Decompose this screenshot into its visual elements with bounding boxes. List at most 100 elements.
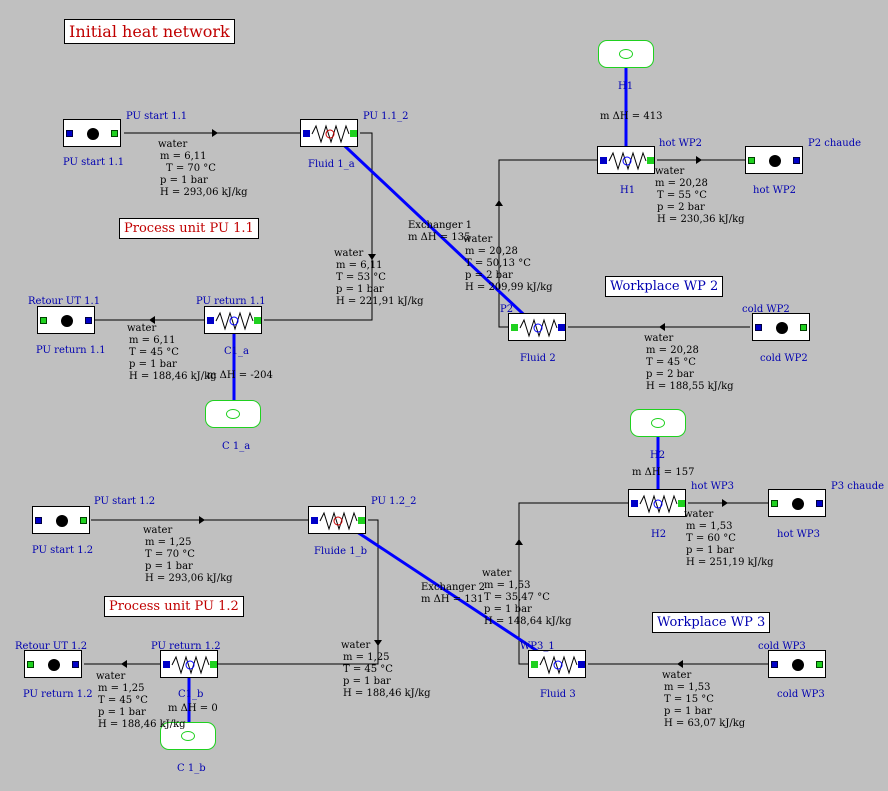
stream-line: T = 45 °C	[343, 664, 393, 675]
stream-line: T = 45 °C	[98, 695, 148, 706]
stream-line: water	[341, 640, 371, 651]
stream-line: p = 1 bar	[129, 359, 177, 370]
hx-label: H1	[620, 185, 636, 196]
stream-line: H = 209,99 kJ/kg	[465, 282, 553, 293]
inlet-port	[40, 317, 47, 324]
section-wp2: Workplace WP 2	[605, 276, 724, 297]
unit-tag: Retour UT 1.2	[15, 641, 88, 652]
exchanger-name: Exchanger 1	[408, 220, 473, 231]
unit-icon	[48, 659, 60, 671]
unit-pu-return-11[interactable]	[37, 306, 95, 334]
unit-pu-start-11[interactable]	[63, 119, 121, 147]
stream-line: H = 188,55 kJ/kg	[646, 381, 734, 392]
hx-h2[interactable]	[628, 489, 686, 517]
stream-line: water	[143, 525, 173, 536]
stream-line: m = 6,11	[160, 151, 207, 162]
stream-line: H = 188,46 kJ/kg	[129, 371, 217, 382]
hx-fluide-1b[interactable]	[308, 506, 366, 534]
stream-line: p = 1 bar	[484, 604, 532, 615]
heat-exchanger-icon	[311, 511, 365, 531]
stream-line: m = 1,25	[145, 537, 192, 548]
stream-line: p = 2 bar	[657, 202, 705, 213]
utility-c1a[interactable]	[205, 400, 261, 428]
unit-icon	[776, 322, 788, 334]
heat-exchanger-icon	[303, 124, 357, 144]
stream-line: m = 1,53	[686, 521, 733, 532]
unit-label: cold WP2	[760, 353, 808, 364]
section-pu12: Process unit PU 1.2	[104, 596, 244, 617]
utility-h2[interactable]	[630, 409, 686, 437]
utility-duty: m ΔH = 157	[632, 467, 695, 478]
inlet-port	[771, 500, 778, 507]
unit-pu-return-12[interactable]	[24, 650, 82, 678]
exchanger-duty: m ΔH = 135	[408, 232, 471, 243]
hx-fluid-3[interactable]	[528, 650, 586, 678]
stream-line: T = 55 °C	[657, 190, 707, 201]
section-pu11: Process unit PU 1.1	[119, 218, 259, 239]
unit-label: PU return 1.2	[23, 689, 93, 700]
stream-line: m = 20,28	[655, 178, 708, 189]
stream-line: water	[684, 509, 714, 520]
hx-c1a[interactable]	[204, 306, 262, 334]
stream-line: water	[334, 248, 364, 259]
unit-tag: PU start 1.1	[126, 111, 188, 122]
unit-tag: PU start 1.2	[94, 496, 156, 507]
hx-label: Fluid 2	[520, 353, 556, 364]
inlet-port	[35, 517, 42, 524]
unit-cold-wp2[interactable]	[752, 313, 810, 341]
stream-line: H = 188,46 kJ/kg	[98, 719, 186, 730]
inlet-port	[771, 661, 778, 668]
stream-line: m = 1,25	[343, 652, 390, 663]
unit-hot-wp2[interactable]	[745, 146, 803, 174]
stream-line: H = 230,36 kJ/kg	[657, 214, 745, 225]
unit-icon	[61, 315, 73, 327]
outlet-port	[793, 157, 800, 164]
utility-label: C 1_a	[222, 441, 251, 452]
stream-line: water	[644, 333, 674, 344]
utility-h1[interactable]	[598, 40, 654, 68]
unit-icon	[56, 515, 68, 527]
utility-c1b[interactable]	[160, 722, 216, 750]
stream-line: T = 50,13 °C	[465, 258, 531, 269]
stream-line: p = 2 bar	[646, 369, 694, 380]
hx-tag: hot WP3	[691, 481, 735, 492]
hx-fluid-2[interactable]	[508, 313, 566, 341]
outlet-port	[800, 324, 807, 331]
unit-icon	[792, 498, 804, 510]
stream-line: m = 1,25	[98, 683, 145, 694]
stream-line: p = 1 bar	[160, 175, 208, 186]
stream-line: water	[158, 139, 188, 150]
exchanger-2-info: Exchanger 2 m ΔH = 131	[421, 582, 485, 606]
unit-label: PU start 1.2	[32, 545, 94, 556]
unit-label: PU start 1.1	[63, 157, 125, 168]
unit-hot-wp3[interactable]	[768, 489, 826, 517]
exchanger-name: Exchanger 2	[421, 582, 486, 593]
stream-line: H = 251,19 kJ/kg	[686, 557, 774, 568]
stream-line: p = 1 bar	[145, 561, 193, 572]
stream-line: m = 20,28	[465, 246, 518, 257]
hx-fluid-1a[interactable]	[300, 119, 358, 147]
stream-line: water	[662, 670, 692, 681]
unit-cold-wp3[interactable]	[768, 650, 826, 678]
inlet-port	[748, 157, 755, 164]
stream-line: T = 45 °C	[646, 357, 696, 368]
hx-tag: hot WP2	[659, 138, 703, 149]
unit-label: cold WP3	[777, 689, 825, 700]
unit-pu-start-12[interactable]	[32, 506, 90, 534]
stream-line: H = 293,06 kJ/kg	[145, 573, 233, 584]
inlet-port	[755, 324, 762, 331]
hx-h1[interactable]	[597, 146, 655, 174]
stream-line: p = 1 bar	[664, 706, 712, 717]
stream-line: T = 45 °C	[129, 347, 179, 358]
utility-icon	[619, 49, 633, 59]
stream-line: water	[127, 323, 157, 334]
utility-label: H1	[618, 81, 634, 92]
utility-icon	[226, 409, 240, 419]
outlet-port	[80, 517, 87, 524]
hx-c1b[interactable]	[160, 650, 218, 678]
stream-line: T = 53 °C	[336, 272, 386, 283]
